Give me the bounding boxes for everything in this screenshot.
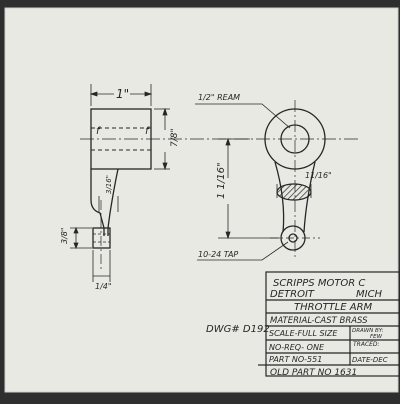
tb-material: MATERIAL-CAST BRASS <box>270 316 368 326</box>
tb-drawn-by-label: DRAWN BY: <box>352 328 384 334</box>
tb-old-part: OLD PART NO 1631 <box>270 368 357 378</box>
tb-traced-label: TRACED: <box>353 341 380 348</box>
tb-scale: SCALE-FULL SIZE <box>269 329 338 338</box>
tb-state: MICH <box>356 289 383 300</box>
dim-height-right: 7/8" <box>170 128 180 147</box>
title-block <box>258 271 400 377</box>
dim-bottom-width: 1/4" <box>95 282 112 291</box>
side-view-dimensions <box>70 84 170 282</box>
note-tap: 10-24 TAP <box>198 250 238 259</box>
note-ream: 1/2" REAM <box>198 93 240 102</box>
dim-arm-section: 11/16" <box>305 171 332 180</box>
paper-sheet <box>5 8 398 392</box>
tb-part-no: PART NO-551 <box>269 355 322 364</box>
side-view-boss <box>92 227 111 249</box>
tb-no-req: NO-REQ- ONE <box>269 343 325 352</box>
dim-lower-left: 3/8" <box>60 227 69 244</box>
bore-label-left: f <box>96 126 101 137</box>
tb-drawn-by: FEW <box>370 334 383 340</box>
dim-vertical-center: 1 1/16" <box>216 162 227 199</box>
tb-city: DETROIT <box>270 289 315 300</box>
dim-top-width: 1" <box>116 87 129 101</box>
dim-neck: 3/16" <box>105 175 113 194</box>
bore-label-right: f <box>145 126 150 137</box>
tb-company: SCRIPPS MOTOR C <box>273 278 365 289</box>
dwg-number: DWG# D192 <box>206 324 270 335</box>
tb-part-name: THROTTLE ARM <box>294 302 373 313</box>
front-view-dimensions <box>195 103 312 261</box>
arm-section-hatch <box>276 183 312 201</box>
tb-date-label: DATE-DEC <box>352 356 388 364</box>
side-view <box>80 108 360 272</box>
